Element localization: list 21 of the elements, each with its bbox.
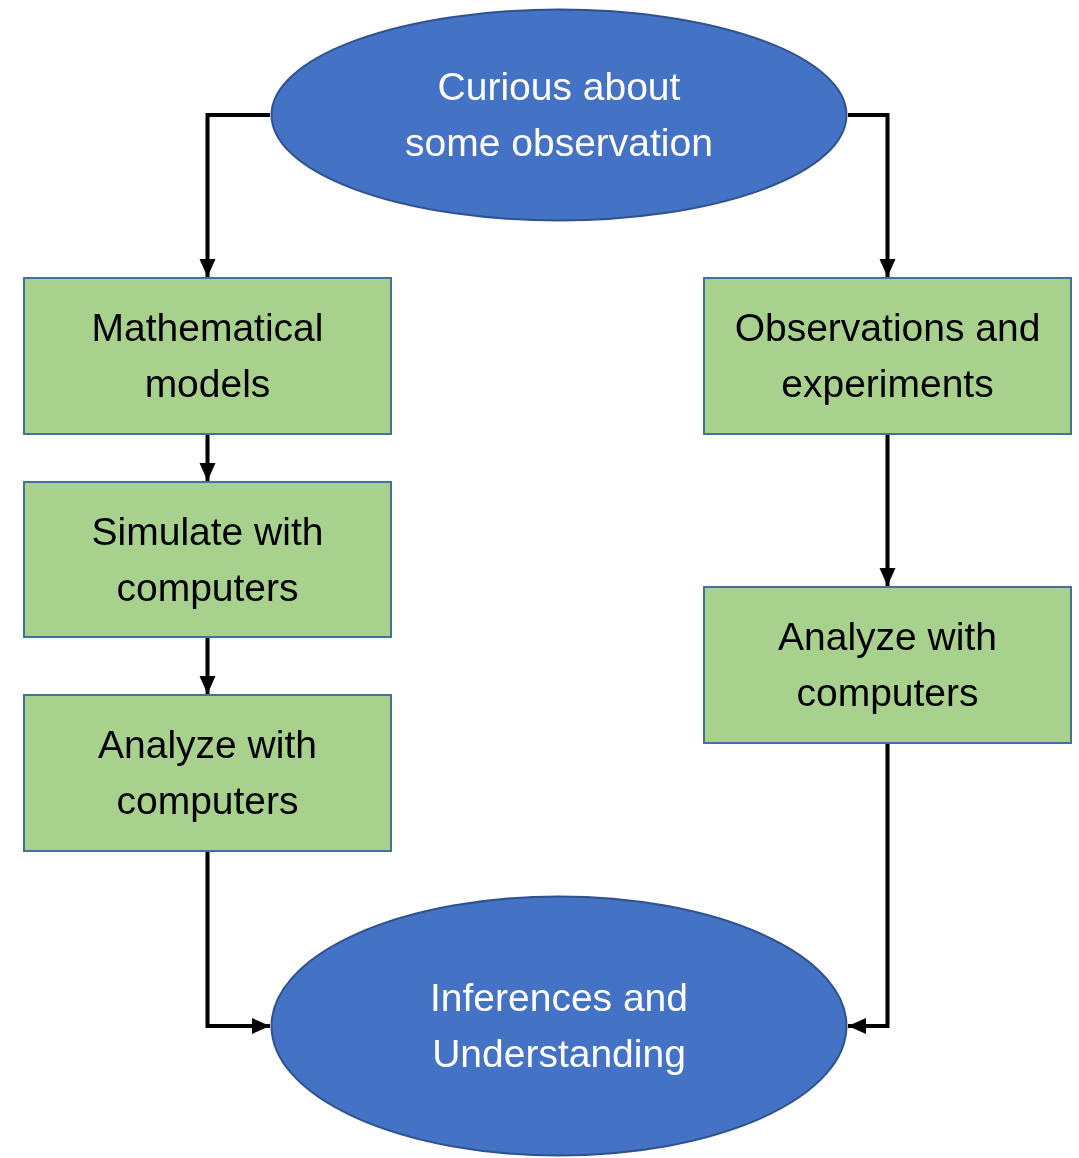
node-text: Observations and experiments <box>733 305 1042 407</box>
arrow <box>199 435 216 481</box>
arrow <box>879 435 896 586</box>
process-box <box>703 277 1072 435</box>
arrow <box>199 638 216 694</box>
node-text: Analyze with computers <box>777 614 998 716</box>
arrow <box>848 113 896 277</box>
node-text: Curious about some observation <box>404 64 714 166</box>
process-box <box>23 277 392 435</box>
node-text: Inferences and Understanding <box>429 975 689 1077</box>
process-box <box>23 481 392 638</box>
node-text: Mathematical models <box>90 305 325 407</box>
node-text: Simulate with computers <box>90 508 325 611</box>
process-box <box>703 586 1072 744</box>
arrow <box>199 113 270 277</box>
node-text: Analyze with computers <box>97 722 318 824</box>
arrow <box>848 744 890 1034</box>
arrow <box>205 852 270 1034</box>
process-box <box>23 694 392 852</box>
process-ellipse <box>270 895 848 1157</box>
process-ellipse <box>270 8 848 222</box>
